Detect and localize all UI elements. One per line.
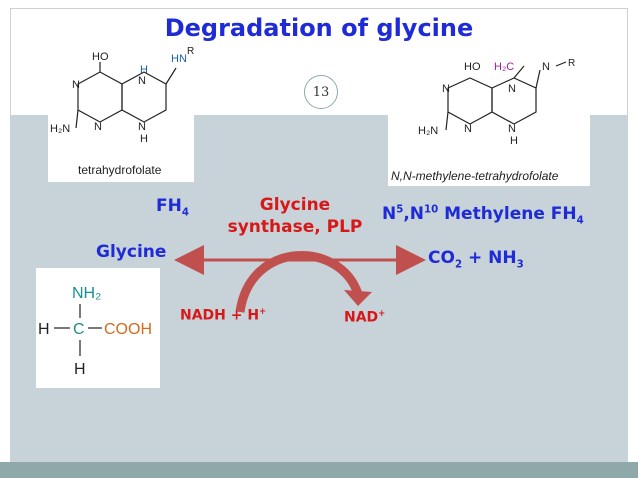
enzyme-label-line2: synthase, PLP: [227, 217, 363, 237]
fh4-label: FH4: [156, 196, 189, 219]
methylene-atom-h2c: H₂C: [494, 61, 514, 73]
methylene-atom-n2: N: [508, 83, 516, 95]
thf-atom-h-bottom: H: [140, 133, 148, 145]
slide-frame: [10, 8, 628, 462]
thf-atom-h-blue: H: [140, 64, 148, 76]
thf-atom-h2n: H₂N: [50, 123, 70, 135]
thf-atom-n4: N: [138, 121, 146, 133]
methylene-atom-n4: N: [508, 123, 516, 135]
products-label: CO2 + NH3: [428, 248, 524, 271]
glycine-atom-cooh: COOH: [104, 321, 152, 338]
methylene-atom-h-bottom: H: [510, 135, 518, 147]
thf-atom-n3: N: [94, 121, 102, 133]
glycine-atom-h-bottom: H: [74, 361, 86, 378]
methylene-atom-n3: N: [464, 123, 472, 135]
thf-atom-hn: HN: [171, 53, 187, 65]
thf-atom-ho: HO: [92, 51, 109, 63]
methylene-atom-h2n: H₂N: [418, 125, 438, 137]
methylene-caption: N,N-methylene-tetrahydrofolate: [391, 169, 559, 183]
slide-title: Degradation of glycine: [164, 14, 474, 42]
methylene-fh4-label: N5,N10 Methylene FH4: [382, 204, 584, 227]
thf-structure-image: HO H HN R N N N N H₂N H tetrahydrofolate: [50, 46, 194, 177]
methylene-atom-n1: N: [442, 83, 450, 95]
methylene-thf-structure-image: HO H₂C R N N N N N H₂N H N,N-methylene-t…: [391, 58, 575, 183]
glycine-atom-nh2: NH₂: [72, 285, 101, 302]
glycine-atom-h-left: H: [38, 321, 50, 338]
nad-label: NAD+: [344, 308, 386, 326]
enzyme-label-line1: Glycine: [259, 195, 331, 215]
methylene-atom-r: R: [568, 58, 575, 69]
nadh-label: NADH + H+: [180, 306, 267, 324]
enzyme-label: Glycine synthase, PLP: [220, 194, 370, 238]
thf-atom-n1: N: [72, 79, 80, 91]
glycine-structure-panel: NH₂ H C COOH H: [36, 268, 160, 388]
cofactor-curved-arrow: [235, 251, 363, 313]
glycine-atom-c: C: [73, 321, 85, 338]
thf-atom-r: R: [187, 46, 194, 57]
thf-structure-panel: HO H HN R N N N N H₂N H tetrahydrofolate: [48, 40, 194, 182]
page-number: 13: [304, 75, 338, 109]
slide-footer-band: [0, 462, 638, 478]
thf-caption: tetrahydrofolate: [78, 163, 162, 177]
methylene-thf-structure-panel: HO H₂C R N N N N N H₂N H N,N-methylene-t…: [388, 56, 590, 186]
glycine-structure-image: NH₂ H C COOH H: [38, 285, 152, 378]
methylene-atom-n-top: N: [542, 61, 550, 73]
methylene-atom-ho: HO: [464, 61, 481, 73]
glycine-label: Glycine: [96, 242, 167, 262]
thf-atom-n2: N: [138, 75, 146, 87]
